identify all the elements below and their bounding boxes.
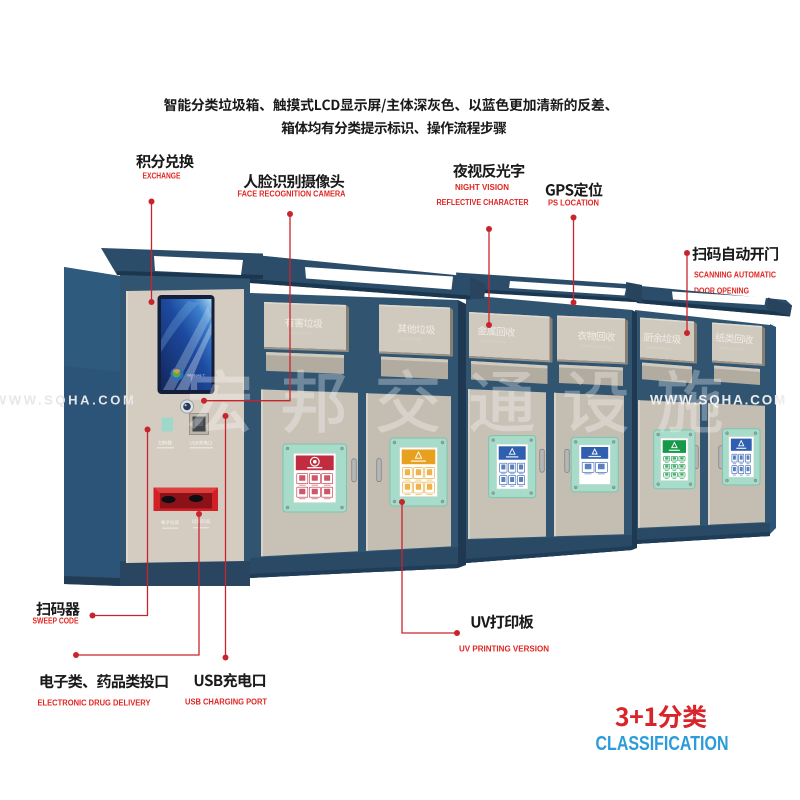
svg-text:Clothing recycling: Clothing recycling	[581, 344, 611, 349]
svg-text:DOOR OPENING: DOOR OPENING	[694, 287, 749, 296]
svg-text:Windows 7: Windows 7	[187, 374, 205, 378]
svg-text:FACE RECOGNITION CAMERA: FACE RECOGNITION CAMERA	[238, 190, 346, 199]
svg-text:metal recycling: metal recycling	[481, 339, 507, 344]
svg-text:Other Waste: Other Waste	[401, 337, 422, 342]
svg-text:ELECTRONIC DRUG DELIVERY: ELECTRONIC DRUG DELIVERY	[38, 699, 152, 708]
svg-text:Harmful Waste: Harmful Waste	[288, 331, 313, 336]
svg-text:UV PRINTING VERSION: UV PRINTING VERSION	[459, 645, 549, 654]
svg-text:NIGHT VISION: NIGHT VISION	[455, 183, 509, 192]
svg-text:Kitchen Waste: Kitchen Waste	[646, 345, 671, 351]
svg-text:PS LOCATION: PS LOCATION	[548, 199, 599, 208]
svg-text:SWEEP CODE: SWEEP CODE	[33, 617, 79, 626]
svg-text:CLASSIFICATION: CLASSIFICATION	[596, 733, 729, 755]
svg-text:WWW.SQHA.COM: WWW.SQHA.COM	[0, 393, 136, 408]
svg-text:USB CHARGING PORT: USB CHARGING PORT	[185, 698, 267, 707]
svg-text:EXCHANGE: EXCHANGE	[143, 172, 181, 181]
svg-text:SCANNING AUTOMATIC: SCANNING AUTOMATIC	[694, 271, 776, 280]
svg-text:Paper recycling: Paper recycling	[718, 346, 744, 352]
svg-text:REFLECTIVE CHARACTER: REFLECTIVE CHARACTER	[437, 198, 529, 207]
svg-text:WWW.SQHA.COM: WWW.SQHA.COM	[650, 393, 787, 408]
